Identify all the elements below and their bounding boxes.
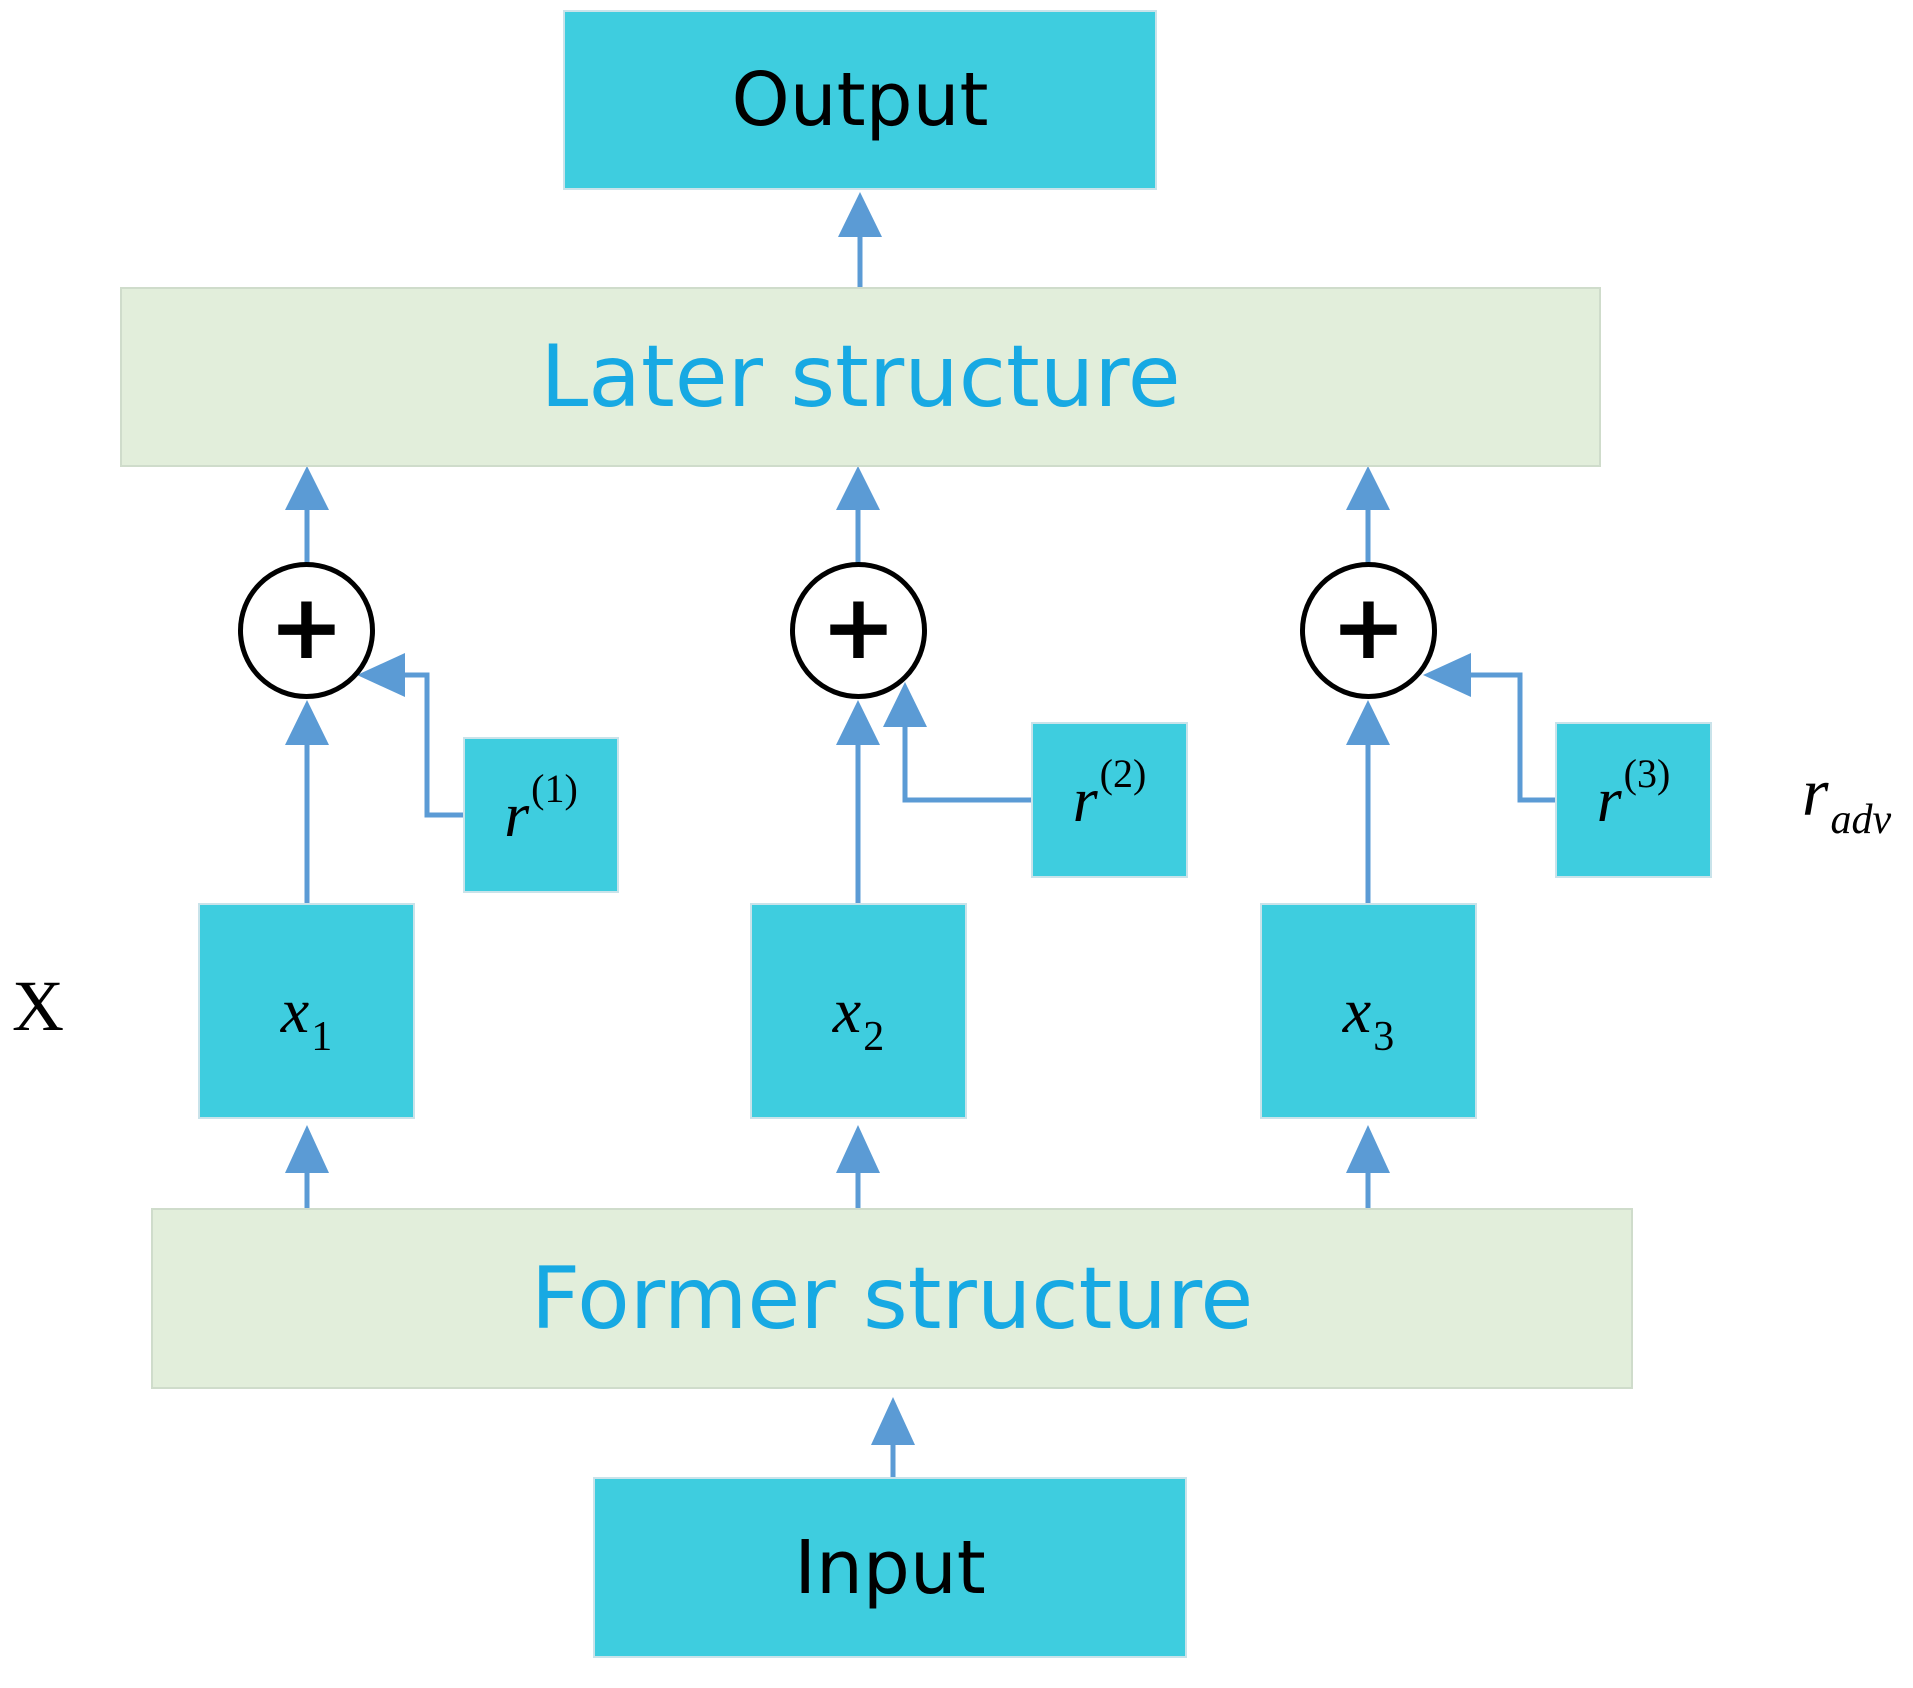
- r-adv-label: radv: [1802, 754, 1892, 843]
- arrowhead-former: [871, 1397, 915, 1445]
- add-node-3: +: [1300, 562, 1437, 699]
- input-label: Input: [794, 1524, 986, 1611]
- x-group-label: X: [12, 966, 64, 1046]
- add-node-2: +: [790, 562, 927, 699]
- embedding-box-2: x2: [750, 903, 967, 1119]
- perturbation-label-1: r(1): [504, 766, 578, 850]
- output-box: Output: [563, 10, 1157, 190]
- arrowhead-plus3-side: [1423, 653, 1471, 697]
- arrowhead-output: [838, 192, 882, 237]
- perturbation-box-2: r(2): [1031, 722, 1188, 878]
- input-box: Input: [593, 1477, 1187, 1658]
- arrow-r1-to-plus1: [400, 672, 465, 818]
- perturbation-label-2: r(2): [1072, 751, 1147, 835]
- embedding-box-1: x1: [198, 903, 415, 1119]
- perturbation-label-3: r(3): [1596, 751, 1671, 835]
- output-label: Output: [731, 57, 989, 143]
- arrowhead-plus1-bottom: [285, 700, 329, 745]
- former-structure-box: Former structure: [151, 1208, 1633, 1389]
- embedding-label-3: x3: [1342, 975, 1395, 1060]
- arrowhead-later-1: [285, 466, 329, 510]
- arrowhead-x3: [1346, 1125, 1390, 1173]
- arrow-r2-to-plus2: [902, 720, 1033, 803]
- plus-icon: +: [268, 574, 345, 680]
- arrowhead-later-2: [836, 466, 880, 510]
- embedding-label-1: x1: [280, 975, 333, 1060]
- arrow-r3-to-plus3: [1466, 672, 1557, 803]
- plus-icon: +: [820, 574, 897, 680]
- plus-icon: +: [1330, 574, 1407, 680]
- add-node-1: +: [238, 562, 375, 699]
- arrowhead-x1: [285, 1125, 329, 1173]
- arrowhead-x2: [836, 1125, 880, 1173]
- later-structure-label: Later structure: [540, 327, 1181, 427]
- embedding-box-3: x3: [1260, 903, 1477, 1119]
- perturbation-box-1: r(1): [463, 737, 619, 893]
- arrowhead-later-3: [1346, 466, 1390, 510]
- arrowhead-plus1-side: [357, 653, 405, 697]
- arrowhead-plus2-side: [883, 682, 927, 727]
- perturbation-box-3: r(3): [1555, 722, 1712, 878]
- later-structure-box: Later structure: [120, 287, 1601, 467]
- arrowhead-plus2-bottom: [836, 700, 880, 745]
- embedding-label-2: x2: [832, 975, 885, 1060]
- former-structure-label: Former structure: [530, 1248, 1254, 1349]
- arrowhead-plus3-bottom: [1346, 700, 1390, 745]
